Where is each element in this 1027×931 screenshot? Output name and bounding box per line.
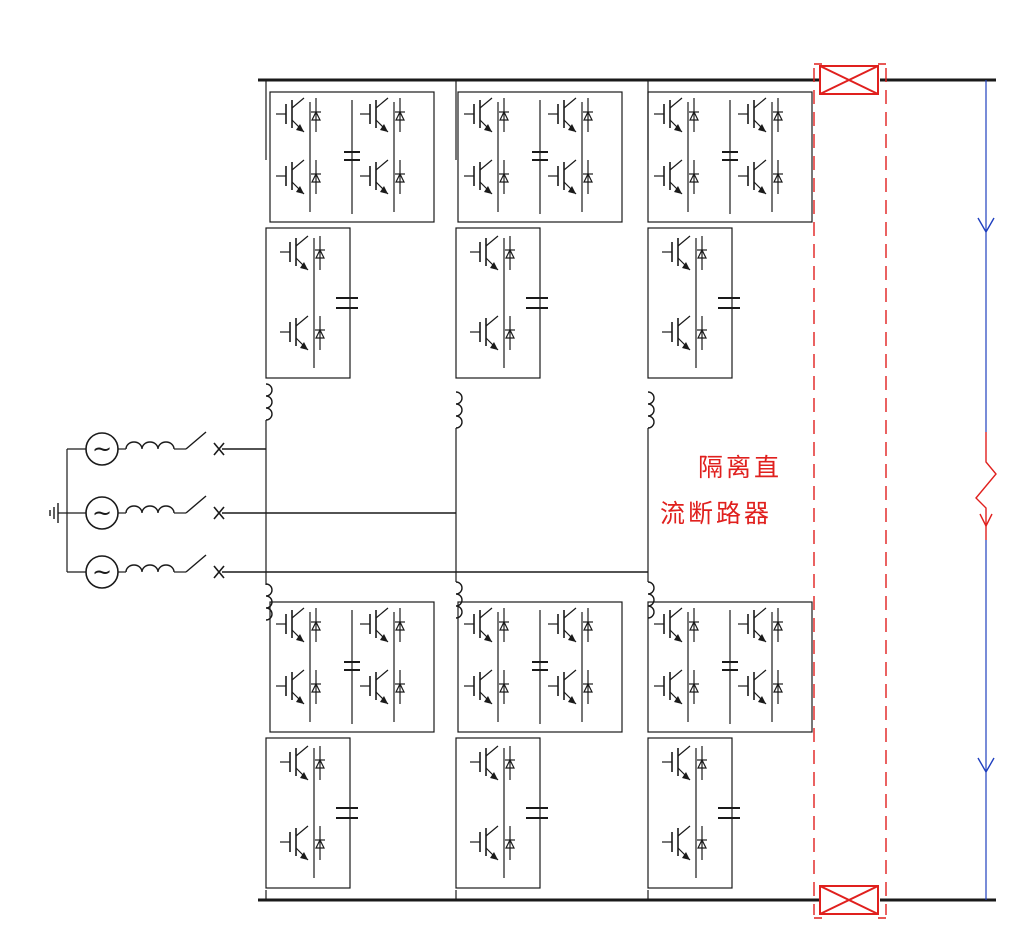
ground-icon [49, 503, 59, 523]
breaker-icon [819, 65, 879, 95]
converter-leg-c [648, 80, 812, 900]
dc-line [975, 80, 997, 900]
full-bridge-submodule [458, 92, 622, 222]
switch-contact [213, 506, 225, 520]
half-bridge-submodule [648, 228, 740, 378]
inductor-icon [125, 505, 175, 514]
inductor-icon [125, 441, 175, 450]
current-arrow-icon [977, 217, 995, 234]
full-bridge-submodule [458, 602, 622, 732]
switch-contact [213, 565, 225, 579]
ac-source-symbol: ~ [92, 435, 112, 463]
switch-icon [185, 431, 207, 450]
breaker-label-line-2: 流断路器 [660, 499, 773, 528]
converter-leg-a [266, 80, 434, 900]
breaker-label-line-1: 隔离直 [698, 453, 783, 482]
switch-contact [213, 442, 225, 456]
fault-icon [975, 432, 997, 540]
full-bridge-submodule [270, 602, 434, 732]
inductor-icon [455, 391, 463, 429]
full-bridge-submodule [648, 602, 812, 732]
inductor-icon [647, 581, 655, 619]
half-bridge-submodule [266, 228, 358, 378]
half-bridge-submodule [266, 738, 358, 888]
ac-source-symbol: ~ [92, 558, 112, 586]
inductor-icon [647, 391, 655, 429]
dc-breaker-region [813, 63, 887, 919]
half-bridge-submodule [456, 738, 548, 888]
full-bridge-submodule [270, 92, 434, 222]
full-bridge-submodule [648, 92, 812, 222]
fault-arrow-icon [979, 513, 993, 528]
switch-icon [185, 554, 207, 573]
switch-icon [185, 495, 207, 514]
half-bridge-submodule [456, 228, 548, 378]
half-bridge-submodule [648, 738, 740, 888]
converter-leg-b [456, 80, 622, 900]
inductor-icon [265, 383, 273, 421]
current-arrow-icon [977, 757, 995, 774]
breaker-icon [819, 885, 879, 915]
inductor-icon [455, 581, 463, 619]
ac-grid: ~ ~ ~ [49, 431, 225, 589]
inductor-icon [125, 564, 175, 573]
ac-source-symbol: ~ [92, 499, 112, 527]
